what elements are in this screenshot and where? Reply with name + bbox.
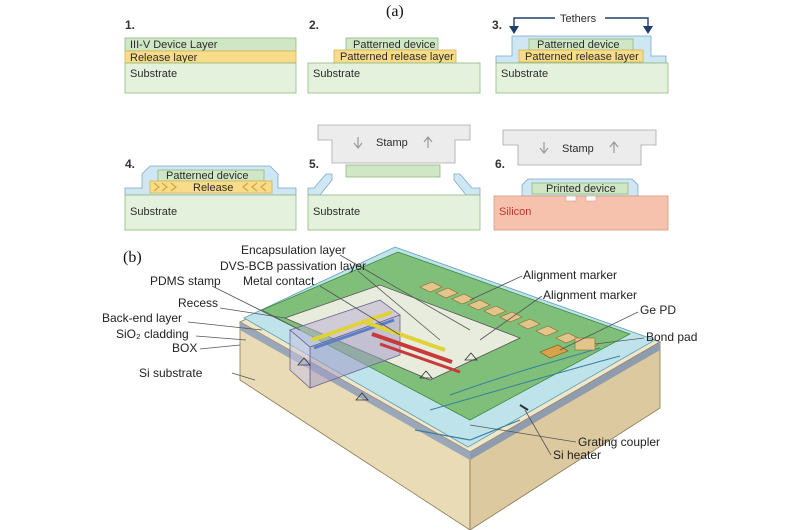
- iii-v-device-blue: [313, 318, 395, 350]
- substrate: [307, 194, 481, 231]
- step-1-number: 1.: [125, 18, 135, 32]
- label-back-end: Back-end layer: [102, 311, 182, 325]
- device-stripe: [364, 320, 446, 352]
- arrow-up-icon: [423, 136, 433, 148]
- tether-arrow-left: [509, 26, 519, 34]
- label-alignment-1: Alignment marker: [523, 268, 617, 282]
- arrow-down-icon: [353, 137, 363, 149]
- label-heater: Si heater: [553, 448, 601, 462]
- device-layer-label: III-V Device Layer: [130, 39, 218, 51]
- step-2-number: 2.: [309, 18, 319, 32]
- printed-device-label: Printed device: [546, 183, 616, 195]
- box-layer-right: [470, 342, 660, 460]
- step-4-number: 4.: [125, 157, 135, 171]
- label-recess: Recess: [178, 296, 218, 310]
- stamp-label: Stamp: [562, 143, 594, 155]
- substrate: [495, 62, 669, 94]
- metal-contact: [379, 342, 461, 374]
- release-layer-label: Release layer: [130, 52, 198, 64]
- silicon-trench-left: [565, 195, 577, 202]
- substrate: [124, 62, 297, 94]
- stamp-label: Stamp: [376, 137, 408, 149]
- label-metal-contact: Metal contact: [243, 274, 315, 288]
- substrate: [124, 194, 297, 231]
- substrate-label: Substrate: [501, 68, 548, 80]
- arrow-down-icon: [539, 142, 549, 154]
- silicon-label: Silicon: [499, 206, 531, 218]
- release-layer: [149, 180, 273, 194]
- substrate-label: Substrate: [313, 68, 360, 80]
- label-bond-pad: Bond pad: [646, 330, 697, 344]
- label-sio2: SiO₂ cladding: [116, 327, 189, 341]
- panel-b-label: (b): [123, 249, 142, 266]
- stamp: [502, 129, 657, 166]
- annotations: Encapsulation layer DVS-BCB passivation …: [102, 243, 697, 462]
- waveguide: [429, 355, 621, 411]
- si-heater: [519, 404, 529, 411]
- silicon-trench-right: [585, 195, 597, 202]
- broken-tether-left: [307, 173, 333, 196]
- substrate-label: Substrate: [130, 68, 177, 80]
- substrate-label: Substrate: [313, 206, 360, 218]
- step-5: 5. Stamp Substrate: [307, 124, 481, 231]
- step-3: 3. Tethers Patterned device Patterned re…: [492, 11, 669, 94]
- label-ge-pd: Ge PD: [640, 303, 676, 317]
- waveguide: [449, 347, 601, 396]
- label-alignment-2: Alignment marker: [543, 288, 637, 302]
- alignment-marks: [297, 352, 478, 401]
- ge-pd: [539, 344, 569, 359]
- printed-device: [531, 182, 629, 195]
- label-dvs-bcb: DVS-BCB passivation layer: [220, 259, 366, 273]
- label-encapsulation: Encapsulation layer: [241, 243, 346, 257]
- tethers-label-bg: [555, 11, 605, 24]
- step-6: 6. Stamp Printed device Silicon: [493, 129, 669, 231]
- label-pdms-stamp: PDMS stamp: [150, 274, 221, 288]
- picked-device: [345, 164, 441, 178]
- metal-contact: [371, 332, 453, 364]
- label-grating: Grating coupler: [578, 435, 660, 449]
- panel-a-label: (a): [386, 3, 404, 20]
- arrow-up-icon: [609, 141, 619, 153]
- release-label: Release: [193, 182, 233, 194]
- patterned-device-label: Patterned device: [166, 170, 249, 182]
- label-si-substrate: Si substrate: [139, 366, 203, 380]
- silicon-substrate: [493, 195, 669, 231]
- step-3-number: 3.: [492, 18, 502, 32]
- patterned-release-layer: [518, 49, 644, 63]
- stamp: [317, 124, 471, 164]
- patterned-release-label: Patterned release layer: [340, 51, 454, 63]
- tether-arrow-right: [643, 26, 653, 34]
- patterned-device-label: Patterned device: [353, 39, 436, 51]
- chip-3d: [239, 246, 661, 530]
- broken-tether-right: [453, 173, 481, 196]
- label-box: BOX: [172, 341, 197, 355]
- bond-pad: [574, 337, 596, 351]
- patterned-device-label: Patterned device: [537, 39, 620, 51]
- iii-v-device: [311, 310, 393, 342]
- step-5-number: 5.: [309, 157, 319, 171]
- step-4: 4. Patterned device Release Substrate: [124, 157, 297, 231]
- pdms-stamp-front: [289, 329, 311, 389]
- substrate-label: Substrate: [130, 206, 177, 218]
- etch-chevrons: [153, 182, 267, 192]
- grating-coupler: [414, 419, 521, 441]
- step-1: 1. III-V Device Layer Release layer Subs…: [124, 18, 297, 94]
- substrate: [307, 62, 481, 94]
- step-6-number: 6.: [495, 157, 505, 171]
- step-2: 2. Patterned device Patterned release la…: [307, 18, 481, 94]
- tethers-label: Tethers: [560, 13, 597, 25]
- patterned-release-label: Patterned release layer: [525, 51, 639, 63]
